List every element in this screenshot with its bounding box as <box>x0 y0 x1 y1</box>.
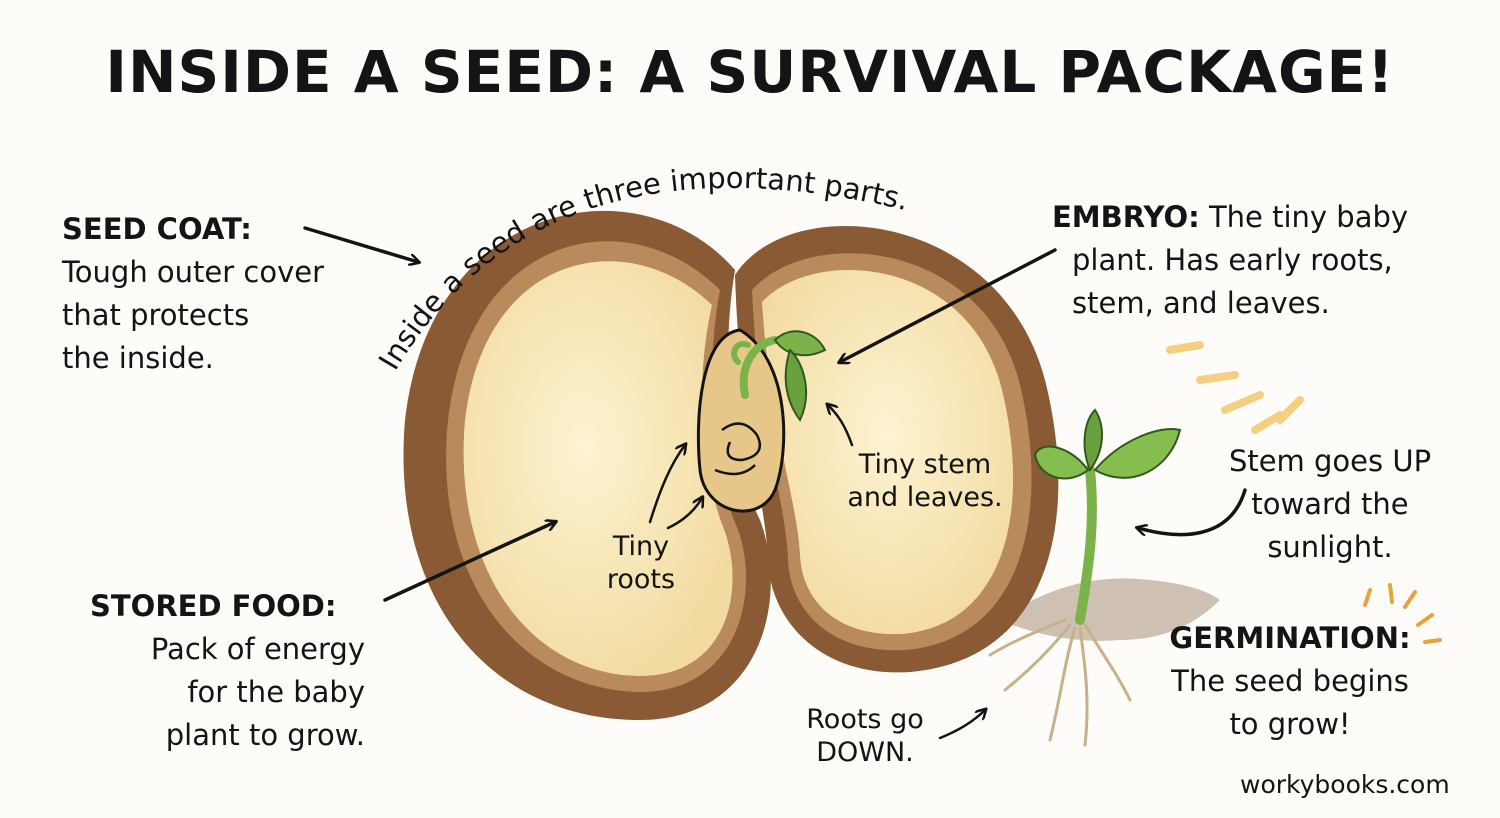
stored-food-label: STORED FOOD: Pack of energy for the baby… <box>90 585 365 757</box>
embryo-leaf-right <box>784 348 808 422</box>
roots-down-line: Roots go <box>806 704 924 735</box>
seed-coat-line: Tough outer cover <box>62 255 325 289</box>
arrow-seed-coat <box>303 226 418 262</box>
seed-coat-line: the inside. <box>62 341 214 375</box>
sprout-roots <box>988 618 1132 747</box>
arrow-tiny-roots-1 <box>648 445 685 524</box>
tiny-stem-line: Tiny stem <box>858 449 992 480</box>
tiny-roots-label: Tiny roots <box>596 530 686 596</box>
sprout-leaf-right <box>1093 428 1182 479</box>
embryo-heading: EMBRYO: <box>1052 200 1200 234</box>
tiny-stem-line: and leaves. <box>847 482 1003 513</box>
arrows <box>303 226 1247 740</box>
germination-line: to grow! <box>1229 707 1351 741</box>
seed-coat-heading: SEED COAT: <box>62 212 252 246</box>
roots-down-line: DOWN. <box>816 737 914 768</box>
roots-down-label: Roots go DOWN. <box>790 703 940 769</box>
arrow-stem-up <box>1138 488 1247 537</box>
seed-left-half <box>403 210 771 720</box>
tiny-roots-line: roots <box>606 564 676 595</box>
tiny-stem-label: Tiny stem and leaves. <box>835 448 1015 514</box>
stored-food-heading: STORED FOOD: <box>90 589 337 623</box>
embryo-leaf-left <box>773 330 827 357</box>
stem-up-line: Stem goes UP <box>1228 444 1432 478</box>
stem-up-line: toward the <box>1251 487 1409 521</box>
sun-rays <box>1166 341 1304 434</box>
stem-up-label: Stem goes UP toward the sunlight. <box>1205 440 1455 569</box>
stem-up-line: sunlight. <box>1267 530 1393 564</box>
stored-food-line: for the baby <box>187 675 365 709</box>
tiny-roots-line: Tiny <box>612 531 670 562</box>
sprout-leaf-left <box>1033 445 1090 480</box>
embryo-line: stem, and leaves. <box>1072 286 1330 320</box>
page-title: INSIDE A SEED: A SURVIVAL PACKAGE! <box>105 38 1395 106</box>
arrow-roots-down <box>938 710 985 740</box>
seed-coat-label: SEED COAT: Tough outer cover that protec… <box>62 208 324 380</box>
sprout <box>988 408 1182 747</box>
arrow-stored-food <box>383 522 555 602</box>
embryo-line: The tiny baby <box>1208 200 1409 234</box>
germination-heading: GERMINATION: <box>1169 621 1411 655</box>
arrow-tiny-roots-2 <box>666 498 702 530</box>
stored-food-line: plant to grow. <box>165 718 365 752</box>
germination-label: GERMINATION: The seed begins to grow! <box>1145 617 1435 746</box>
seed-coat-line: that protects <box>62 298 250 332</box>
embryo <box>696 328 827 513</box>
embryo-label: EMBRYO: The tiny baby plant. Has early r… <box>1052 196 1408 325</box>
germination-line: The seed begins <box>1171 664 1409 698</box>
embryo-line: plant. Has early roots, <box>1072 243 1393 277</box>
arrow-tiny-stem <box>828 405 854 447</box>
credit-link[interactable]: workybooks.com <box>1240 770 1450 799</box>
sprout-leaf-top <box>1083 408 1103 473</box>
stored-food-line: Pack of energy <box>150 632 365 666</box>
arrow-embryo <box>840 248 1057 362</box>
germination-sparkle-icon <box>1363 583 1442 644</box>
